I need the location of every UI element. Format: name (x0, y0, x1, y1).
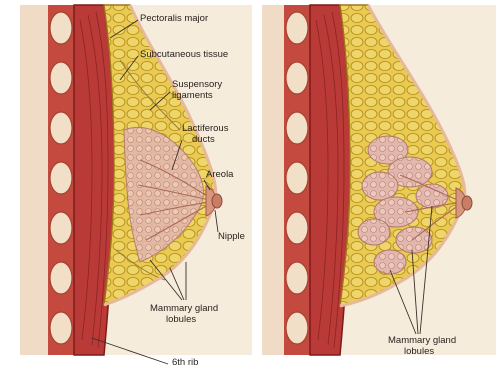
right-panel (262, 5, 496, 355)
label-nipple: Nipple (218, 232, 245, 242)
label-mammary-gland-lobules-line1: Mammary gland (150, 304, 218, 314)
label-mammary-gland-lobules-right-line1: Mammary gland (388, 336, 456, 346)
label-areola: Areola (206, 170, 233, 180)
label-6th-rib: 6th rib (172, 358, 198, 368)
label-suspensory-ligaments-line1: Suspensory (172, 80, 222, 90)
label-pectoralis-major: Pectoralis major (140, 14, 208, 24)
nipple-right (462, 196, 472, 210)
chest-wall-right (262, 5, 284, 355)
label-mammary-gland-lobules-right-line2: lobules (404, 347, 434, 357)
label-suspensory-ligaments-line2: ligaments (172, 91, 213, 101)
nipple (212, 194, 222, 208)
chest-wall (20, 5, 48, 355)
label-lactiferous-ducts-line2: ducts (192, 135, 215, 145)
label-subcutaneous-tissue: Subcutaneous tissue (140, 50, 228, 60)
label-lactiferous-ducts-line1: Lactiferous (182, 124, 228, 134)
label-mammary-gland-lobules-line2: lobules (166, 315, 196, 325)
